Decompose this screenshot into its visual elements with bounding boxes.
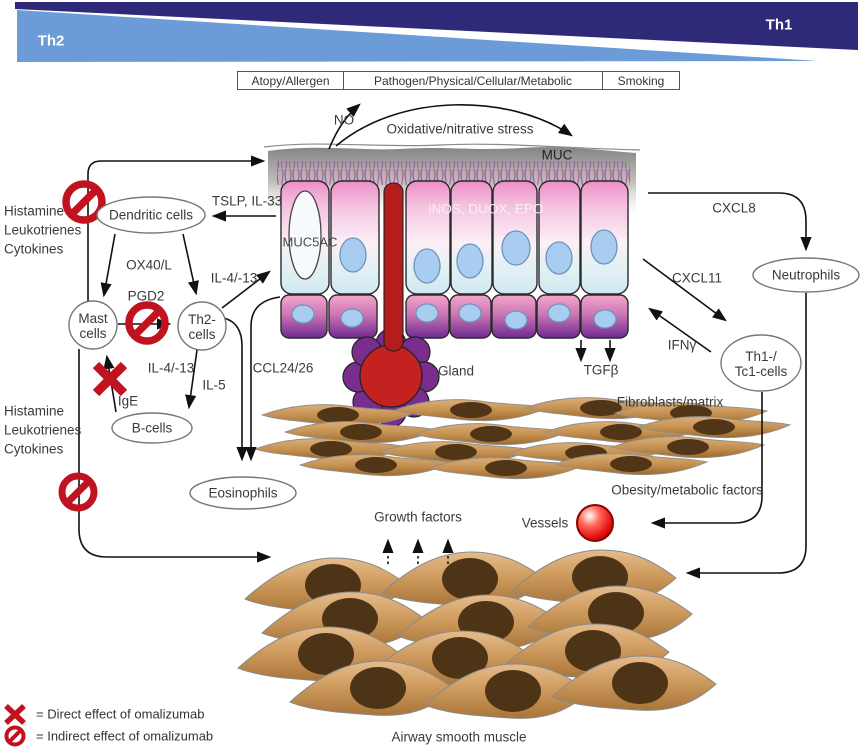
trigger-box-smoking: Smoking bbox=[603, 71, 680, 90]
neutrophils-label: Neutrophils bbox=[771, 267, 841, 283]
muc-label: MUC bbox=[541, 147, 573, 163]
fibroblasts-matrix-label: Fibroblasts/matrix bbox=[616, 394, 724, 410]
b-cells-node bbox=[111, 412, 193, 444]
gland-duct bbox=[383, 182, 404, 352]
mast-cells-node bbox=[68, 300, 118, 350]
trigger-box-row: Atopy/Allergen Pathogen/Physical/Cellula… bbox=[237, 71, 680, 90]
ccl24-26-label: CCL24/26 bbox=[252, 360, 314, 376]
muc5ac-label: MUC5AC bbox=[282, 234, 338, 250]
gland-body bbox=[359, 344, 423, 408]
dendritic-cells-label: Dendritic cells bbox=[108, 207, 194, 223]
mucus-surface-line bbox=[263, 143, 641, 151]
il5-label: IL-5 bbox=[202, 377, 226, 393]
growth-factor-arrows bbox=[382, 538, 454, 564]
basal-cells bbox=[280, 294, 629, 339]
legend-indirect-icon bbox=[4, 725, 26, 747]
dendritic-cells-node bbox=[96, 196, 206, 234]
th2-gradient-bar bbox=[17, 10, 818, 62]
gland-label: Gland bbox=[437, 363, 475, 379]
pgd2-label: PGD2 bbox=[127, 288, 165, 304]
goblet-mucin-granule bbox=[288, 190, 322, 280]
vessels-label: Vessels bbox=[521, 515, 569, 531]
obesity-label: Obesity/metabolic factors bbox=[611, 482, 763, 498]
airway-smooth-muscle-label: Airway smooth muscle bbox=[391, 729, 527, 745]
ige-label: IgE bbox=[117, 393, 139, 409]
fibroblasts-band bbox=[254, 397, 791, 480]
vessel-sphere bbox=[576, 504, 614, 542]
legend-direct-icon bbox=[4, 704, 26, 725]
th1-label: Th1 bbox=[765, 16, 793, 34]
il4-13-upper-label: IL-4/-13 bbox=[210, 270, 258, 286]
ifng-label: IFNγ bbox=[667, 337, 697, 353]
trigger-box-pathogen: Pathogen/Physical/Cellular/Metabolic bbox=[344, 71, 603, 90]
th1-tc1-cells-node bbox=[720, 334, 802, 392]
epithelial-nuclei bbox=[339, 229, 618, 284]
inos-duox-epo-label: iNOS, DUOX, EPO bbox=[428, 201, 544, 217]
growth-factors-label: Growth factors bbox=[374, 509, 462, 525]
no-label: NO bbox=[333, 112, 355, 128]
th2-cells-label: Th2-cells bbox=[188, 312, 216, 342]
eosinophils-node bbox=[189, 476, 297, 510]
cilia-strip bbox=[277, 161, 630, 185]
il4-13-lower-label: IL-4/-13 bbox=[147, 360, 195, 376]
indirect-effect-icon bbox=[58, 180, 169, 512]
legend-indirect-text: = Indirect effect of omalizumab bbox=[36, 728, 214, 744]
cxcl11-label: CXCL11 bbox=[671, 270, 723, 286]
cell-nodes bbox=[68, 196, 860, 510]
th2-cells-node bbox=[177, 301, 227, 351]
legend-direct-text: = Direct effect of omalizumab bbox=[36, 706, 205, 722]
ox40l-label: OX40/L bbox=[126, 257, 172, 273]
smooth-muscle-band bbox=[237, 549, 717, 719]
th2-label: Th2 bbox=[37, 32, 65, 50]
tslp-il33-label: TSLP, IL-33 bbox=[211, 193, 283, 209]
direct-effect-icon bbox=[92, 361, 128, 397]
trigger-box-atopy: Atopy/Allergen bbox=[237, 71, 344, 90]
neutrophils-node bbox=[752, 257, 860, 293]
th1-gradient-bar bbox=[15, 2, 858, 50]
cxcl8-label: CXCL8 bbox=[712, 200, 756, 216]
oxidative-stress-label: Oxidative/nitrative stress bbox=[386, 121, 534, 137]
tgfb-label: TGFβ bbox=[583, 362, 619, 378]
eosinophils-label: Eosinophils bbox=[208, 485, 278, 501]
th1-tc1-cells-label: Th1-/Tc1-cells bbox=[734, 349, 788, 379]
basal-nuclei bbox=[291, 303, 617, 330]
b-cells-label: B-cells bbox=[131, 420, 173, 436]
